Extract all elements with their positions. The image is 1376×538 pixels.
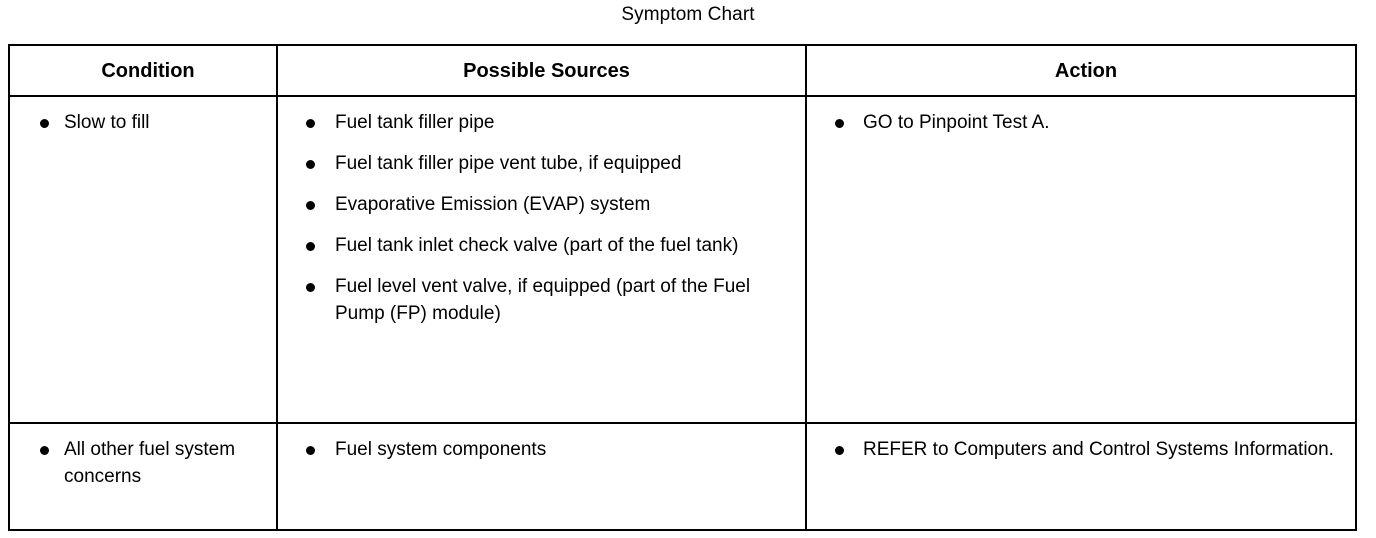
list-item: GO to Pinpoint Test A. [807,97,1355,136]
cell-condition-row1: Slow to fill [8,95,278,424]
bullet-list-sources-row1: Fuel tank filler pipe Fuel tank filler p… [278,97,805,327]
column-header-action-label: Action [1054,60,1118,82]
list-item: Fuel system components [278,424,805,463]
column-header-possible-sources-label: Possible Sources [463,60,630,82]
bullet-icon [306,283,315,292]
bullet-icon [835,119,844,128]
bullet-list-action-row1: GO to Pinpoint Test A. [807,97,1355,136]
column-header-condition-label: Condition [101,60,195,82]
bullet-list-condition-row2: All other fuel system concerns [10,424,276,490]
table-body: Slow to fill Fuel tank filler pipe Fuel … [8,95,1357,531]
table-row: Slow to fill Fuel tank filler pipe Fuel … [8,95,1357,424]
list-item: Fuel tank filler pipe [278,97,805,136]
cell-possible-sources-row1: Fuel tank filler pipe Fuel tank filler p… [276,95,807,424]
cell-possible-sources-row2: Fuel system components [276,422,807,531]
column-header-action: Action [805,44,1357,97]
bullet-icon [835,446,844,455]
column-header-condition: Condition [8,44,278,97]
list-item: Fuel level vent valve, if equipped (part… [278,259,805,327]
symptom-chart-table: Condition Possible Sources Action Slow t… [8,44,1357,531]
table-header: Condition Possible Sources Action [8,44,1357,97]
cell-action-row1: GO to Pinpoint Test A. [805,95,1357,424]
bullet-icon [306,446,315,455]
list-item: Fuel tank inlet check valve (part of the… [278,218,805,259]
bullet-list-condition-row1: Slow to fill [10,97,276,136]
bullet-icon [306,119,315,128]
bullet-list-action-row2: REFER to Computers and Control Systems I… [807,424,1355,463]
bullet-icon [306,160,315,169]
page-title: Symptom Chart [621,4,755,25]
bullet-icon [40,119,49,128]
cell-condition-row2: All other fuel system concerns [8,422,278,531]
bullet-icon [306,242,315,251]
column-header-possible-sources: Possible Sources [276,44,807,97]
cell-action-row2: REFER to Computers and Control Systems I… [805,422,1357,531]
bullet-icon [40,446,49,455]
list-item: Evaporative Emission (EVAP) system [278,177,805,218]
list-item: REFER to Computers and Control Systems I… [807,424,1355,463]
list-item: Fuel tank filler pipe vent tube, if equi… [278,136,805,177]
bullet-icon [306,201,315,210]
table-row: All other fuel system concerns Fuel syst… [8,422,1357,531]
header-row: Condition Possible Sources Action [8,44,1357,97]
bullet-list-sources-row2: Fuel system components [278,424,805,463]
list-item: Slow to fill [10,97,276,136]
list-item: All other fuel system concerns [10,424,276,490]
